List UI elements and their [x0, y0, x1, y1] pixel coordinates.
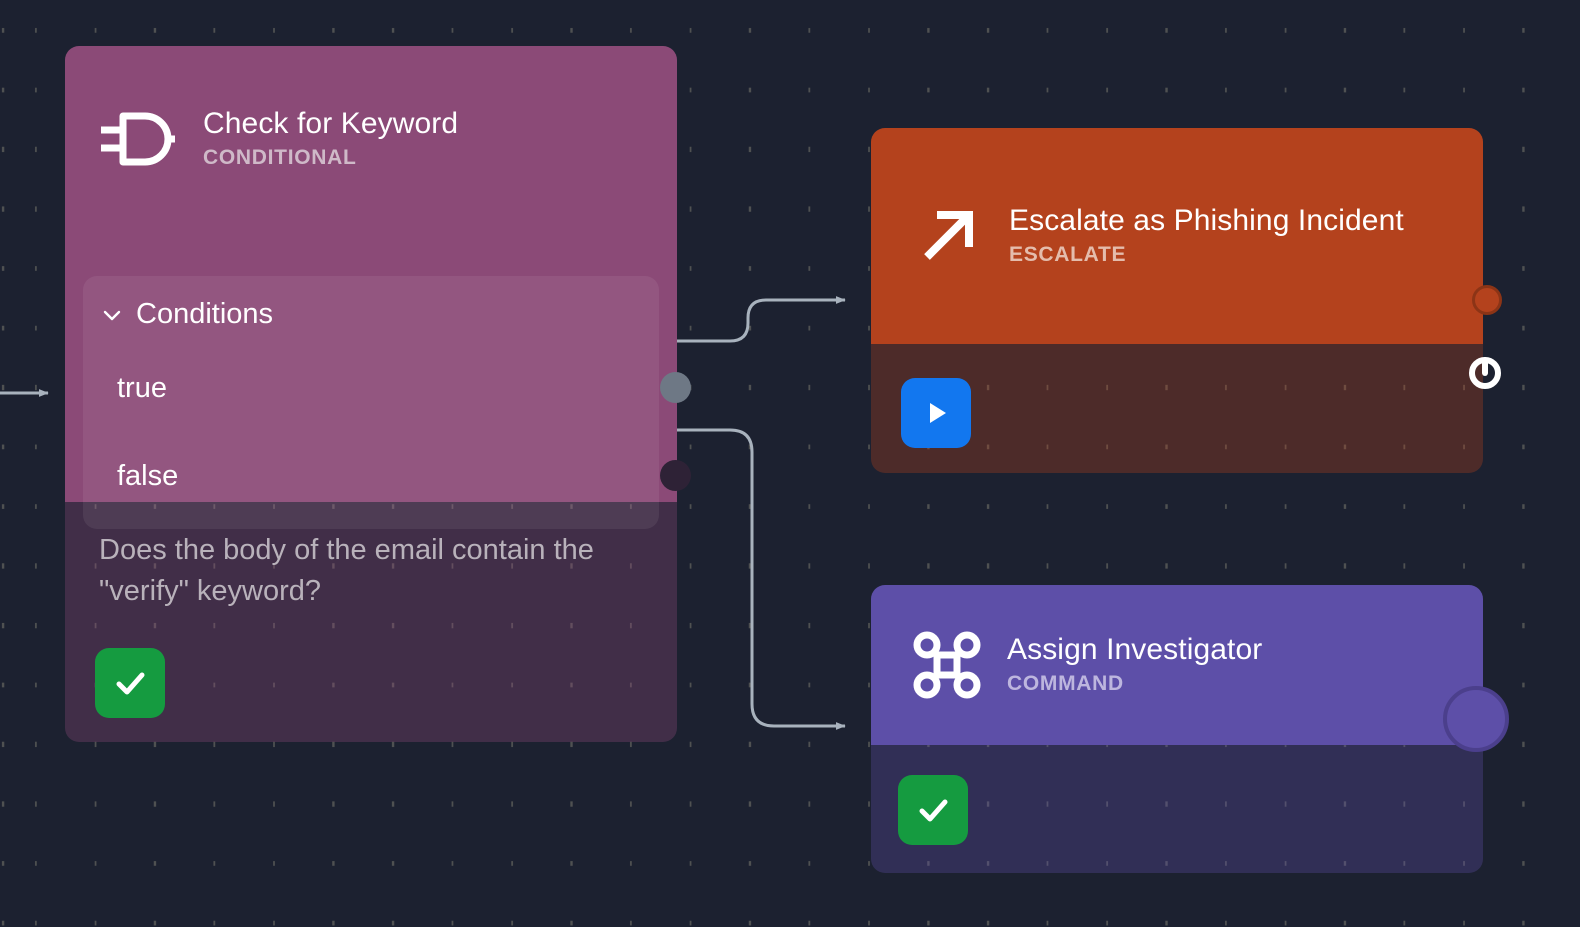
status-check-button[interactable]: [898, 775, 968, 845]
arrow-up-right-icon: [913, 201, 983, 271]
output-port-command[interactable]: [1443, 686, 1509, 752]
status-check-button[interactable]: [95, 648, 165, 718]
check-icon: [898, 775, 968, 845]
node-body-surface: [871, 745, 1483, 873]
node-header: Check for Keyword CONDITIONAL: [65, 46, 677, 232]
command-icon: [913, 631, 981, 699]
node-header-surface: [871, 585, 1483, 745]
node-escalate-as-phishing-incident[interactable]: Escalate as Phishing Incident ESCALATE: [871, 128, 1502, 473]
node-body-surface: [871, 344, 1483, 473]
node-check-for-keyword[interactable]: Check for Keyword CONDITIONAL Conditions…: [65, 46, 691, 742]
node-header: Assign Investigator COMMAND: [871, 585, 1483, 745]
node-subtitle: COMMAND: [1007, 671, 1124, 695]
condition-row-false[interactable]: false: [117, 456, 659, 496]
node-title: Check for Keyword: [203, 107, 459, 141]
node-title-group: Assign Investigator COMMAND: [1007, 633, 1263, 695]
node-title: Escalate as Phishing Incident: [1009, 204, 1404, 238]
node-title: Assign Investigator: [1007, 633, 1263, 667]
node-title-group: Check for Keyword CONDITIONAL: [203, 107, 459, 169]
condition-row-true[interactable]: true: [117, 368, 659, 408]
node-subtitle: CONDITIONAL: [203, 145, 357, 169]
logic-gate-icon: [97, 108, 175, 170]
node-body-surface: [65, 502, 677, 742]
output-port-escalate[interactable]: [1472, 285, 1502, 315]
node-header-surface: [65, 46, 677, 502]
check-icon: [95, 648, 165, 718]
power-icon[interactable]: [1468, 356, 1502, 390]
node-title-group: Escalate as Phishing Incident ESCALATE: [1009, 204, 1404, 266]
condition-label-false: false: [117, 459, 179, 492]
run-button[interactable]: [901, 378, 971, 448]
conditions-title: Conditions: [136, 298, 274, 330]
play-icon: [901, 378, 971, 448]
conditions-header[interactable]: Conditions: [101, 298, 273, 331]
node-subtitle: ESCALATE: [1009, 242, 1127, 266]
node-assign-investigator[interactable]: Assign Investigator COMMAND: [871, 585, 1509, 873]
conditions-panel[interactable]: Conditions true false: [83, 276, 659, 529]
node-description: Does the body of the email contain the "…: [99, 534, 594, 608]
chevron-down-icon[interactable]: [101, 304, 123, 326]
condition-label-true: true: [117, 371, 167, 404]
output-port-true[interactable]: [660, 372, 691, 403]
output-port-false[interactable]: [660, 460, 691, 491]
node-header: Escalate as Phishing Incident ESCALATE: [871, 128, 1483, 344]
